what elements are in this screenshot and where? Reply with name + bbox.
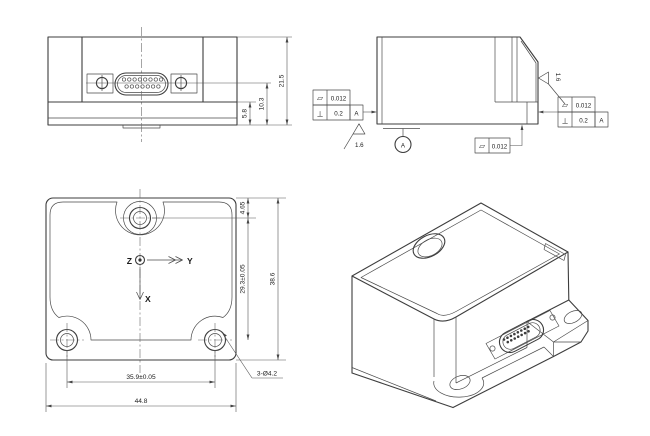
flatness-icon: ▱ bbox=[562, 101, 568, 110]
pin-row-bottom bbox=[506, 328, 533, 344]
perp-value: 0.2 bbox=[334, 111, 343, 118]
iso-top-face bbox=[351, 202, 569, 322]
iso-flange bbox=[433, 299, 589, 398]
pin-row-top bbox=[502, 324, 533, 341]
axis-x-label: X bbox=[145, 294, 151, 304]
iso-body-edges bbox=[351, 251, 570, 409]
datum-feature-a: A bbox=[394, 128, 412, 154]
gdt-frame-right: ▱ 0.012 ⊥ 0.2 A bbox=[538, 96, 609, 128]
side-body bbox=[376, 36, 539, 129]
perpendicularity-icon: ⊥ bbox=[317, 110, 324, 119]
front-view: 5.8 10.3 21.5 bbox=[30, 20, 300, 150]
datum-ref: A bbox=[354, 111, 359, 118]
gdt-frame-bottom: ▱ 0.012 bbox=[474, 124, 524, 154]
perp-value: 0.2 bbox=[579, 118, 588, 125]
roughness-right: 1.6 bbox=[554, 73, 561, 82]
dim-5-8: 5.8 bbox=[242, 109, 249, 118]
dsub-connector-front bbox=[86, 72, 198, 96]
top-counterbore bbox=[412, 233, 446, 259]
corner-lobe bbox=[433, 377, 485, 398]
centerlines bbox=[50, 189, 232, 373]
lobe-hole bbox=[449, 375, 471, 390]
top-view: Z Y X 4.65 29.3±0.05 38.6 bbox=[20, 185, 330, 435]
side-view: A 1.6 1.6 ▱ 0.012 ⊥ 0.2 A bbox=[295, 20, 645, 190]
dim-38-6: 38.6 bbox=[270, 272, 277, 285]
axis-y-label: Y bbox=[187, 256, 193, 266]
flatness-icon: ▱ bbox=[479, 142, 485, 151]
gdt-frame-left: ▱ 0.012 ⊥ 0.2 A bbox=[312, 89, 377, 121]
front-body bbox=[47, 36, 238, 129]
hole-callout: 3-Ø4.2 bbox=[257, 371, 277, 378]
surface-finish-right: 1.6 bbox=[538, 71, 566, 105]
axis-z-label: Z bbox=[127, 256, 132, 266]
flatness-icon: ▱ bbox=[317, 94, 323, 103]
perpendicularity-icon: ⊥ bbox=[562, 117, 569, 126]
connector-pins bbox=[121, 77, 164, 89]
datum-label: A bbox=[401, 143, 406, 150]
flange-slot-hole bbox=[563, 310, 583, 324]
dim-10-3: 10.3 bbox=[259, 97, 266, 110]
dim-35-9: 35.9±0.05 bbox=[126, 374, 156, 381]
top-body bbox=[45, 197, 237, 361]
flatness-value: 0.012 bbox=[492, 144, 508, 151]
datum-ref: A bbox=[599, 118, 604, 125]
iso-jack-screw-left bbox=[489, 345, 496, 352]
iso-jack-screw-right bbox=[549, 314, 556, 321]
roughness-left: 1.6 bbox=[355, 142, 364, 149]
coordinate-axes: Z Y X bbox=[127, 254, 193, 304]
z-axis-icon bbox=[134, 254, 146, 266]
flatness-value: 0.012 bbox=[331, 96, 347, 103]
surface-finish-left: 1.6 bbox=[343, 123, 366, 150]
front-dimensions: 5.8 10.3 21.5 bbox=[86, 36, 292, 126]
dim-21-5: 21.5 bbox=[279, 74, 286, 87]
dim-29-3: 29.3±0.05 bbox=[240, 264, 247, 294]
dim-4-65: 4.65 bbox=[240, 201, 247, 214]
isometric-view bbox=[340, 190, 640, 436]
iso-dsub-connector bbox=[485, 310, 560, 360]
dim-44-8: 44.8 bbox=[135, 398, 148, 405]
flatness-value: 0.012 bbox=[576, 103, 592, 110]
top-dimensions: 4.65 29.3±0.05 38.6 35.9±0.05 44.8 bbox=[45, 197, 286, 412]
